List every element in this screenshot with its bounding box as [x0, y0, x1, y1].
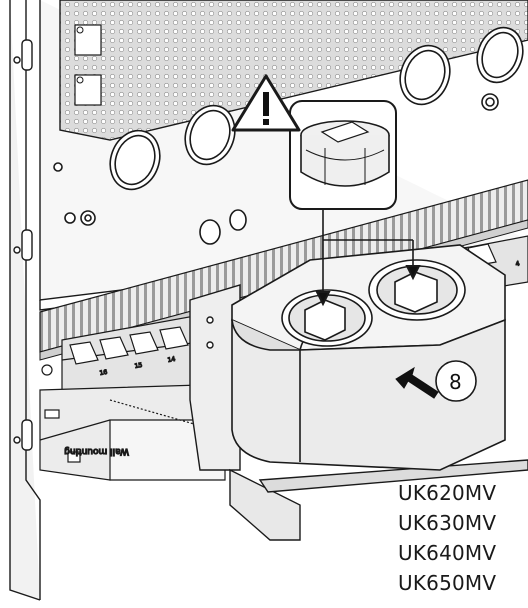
terminal-15: 15 [134, 362, 143, 370]
model-uk640mv: UK640MV [398, 541, 497, 565]
cable-knockouts [53, 26, 524, 245]
terminal-14: 14 [167, 356, 176, 364]
model-uk630mv: UK630MV [398, 511, 497, 535]
perforated-plate [59, 0, 528, 141]
terminal-block: 16 15 14 5 4 [61, 235, 528, 401]
model-uk650mv: UK650MV [398, 571, 497, 595]
model-uk620mv: UK620MV [398, 481, 497, 505]
model-list: UK620MV UK630MV UK640MV UK650MV [398, 478, 526, 598]
terminal-4: 4 [515, 260, 520, 268]
wall-mount-module: Wall mounting [39, 364, 226, 481]
module-label: Wall mounting [64, 446, 129, 456]
terminal-16: 16 [99, 369, 108, 377]
insert-callout [289, 100, 421, 307]
mounting-bracket [189, 284, 528, 541]
insertion-arrow-icon: 8 [395, 360, 477, 402]
warning-triangle-icon [231, 74, 301, 132]
step-number: 8 [449, 370, 462, 394]
product-housing [231, 244, 506, 471]
